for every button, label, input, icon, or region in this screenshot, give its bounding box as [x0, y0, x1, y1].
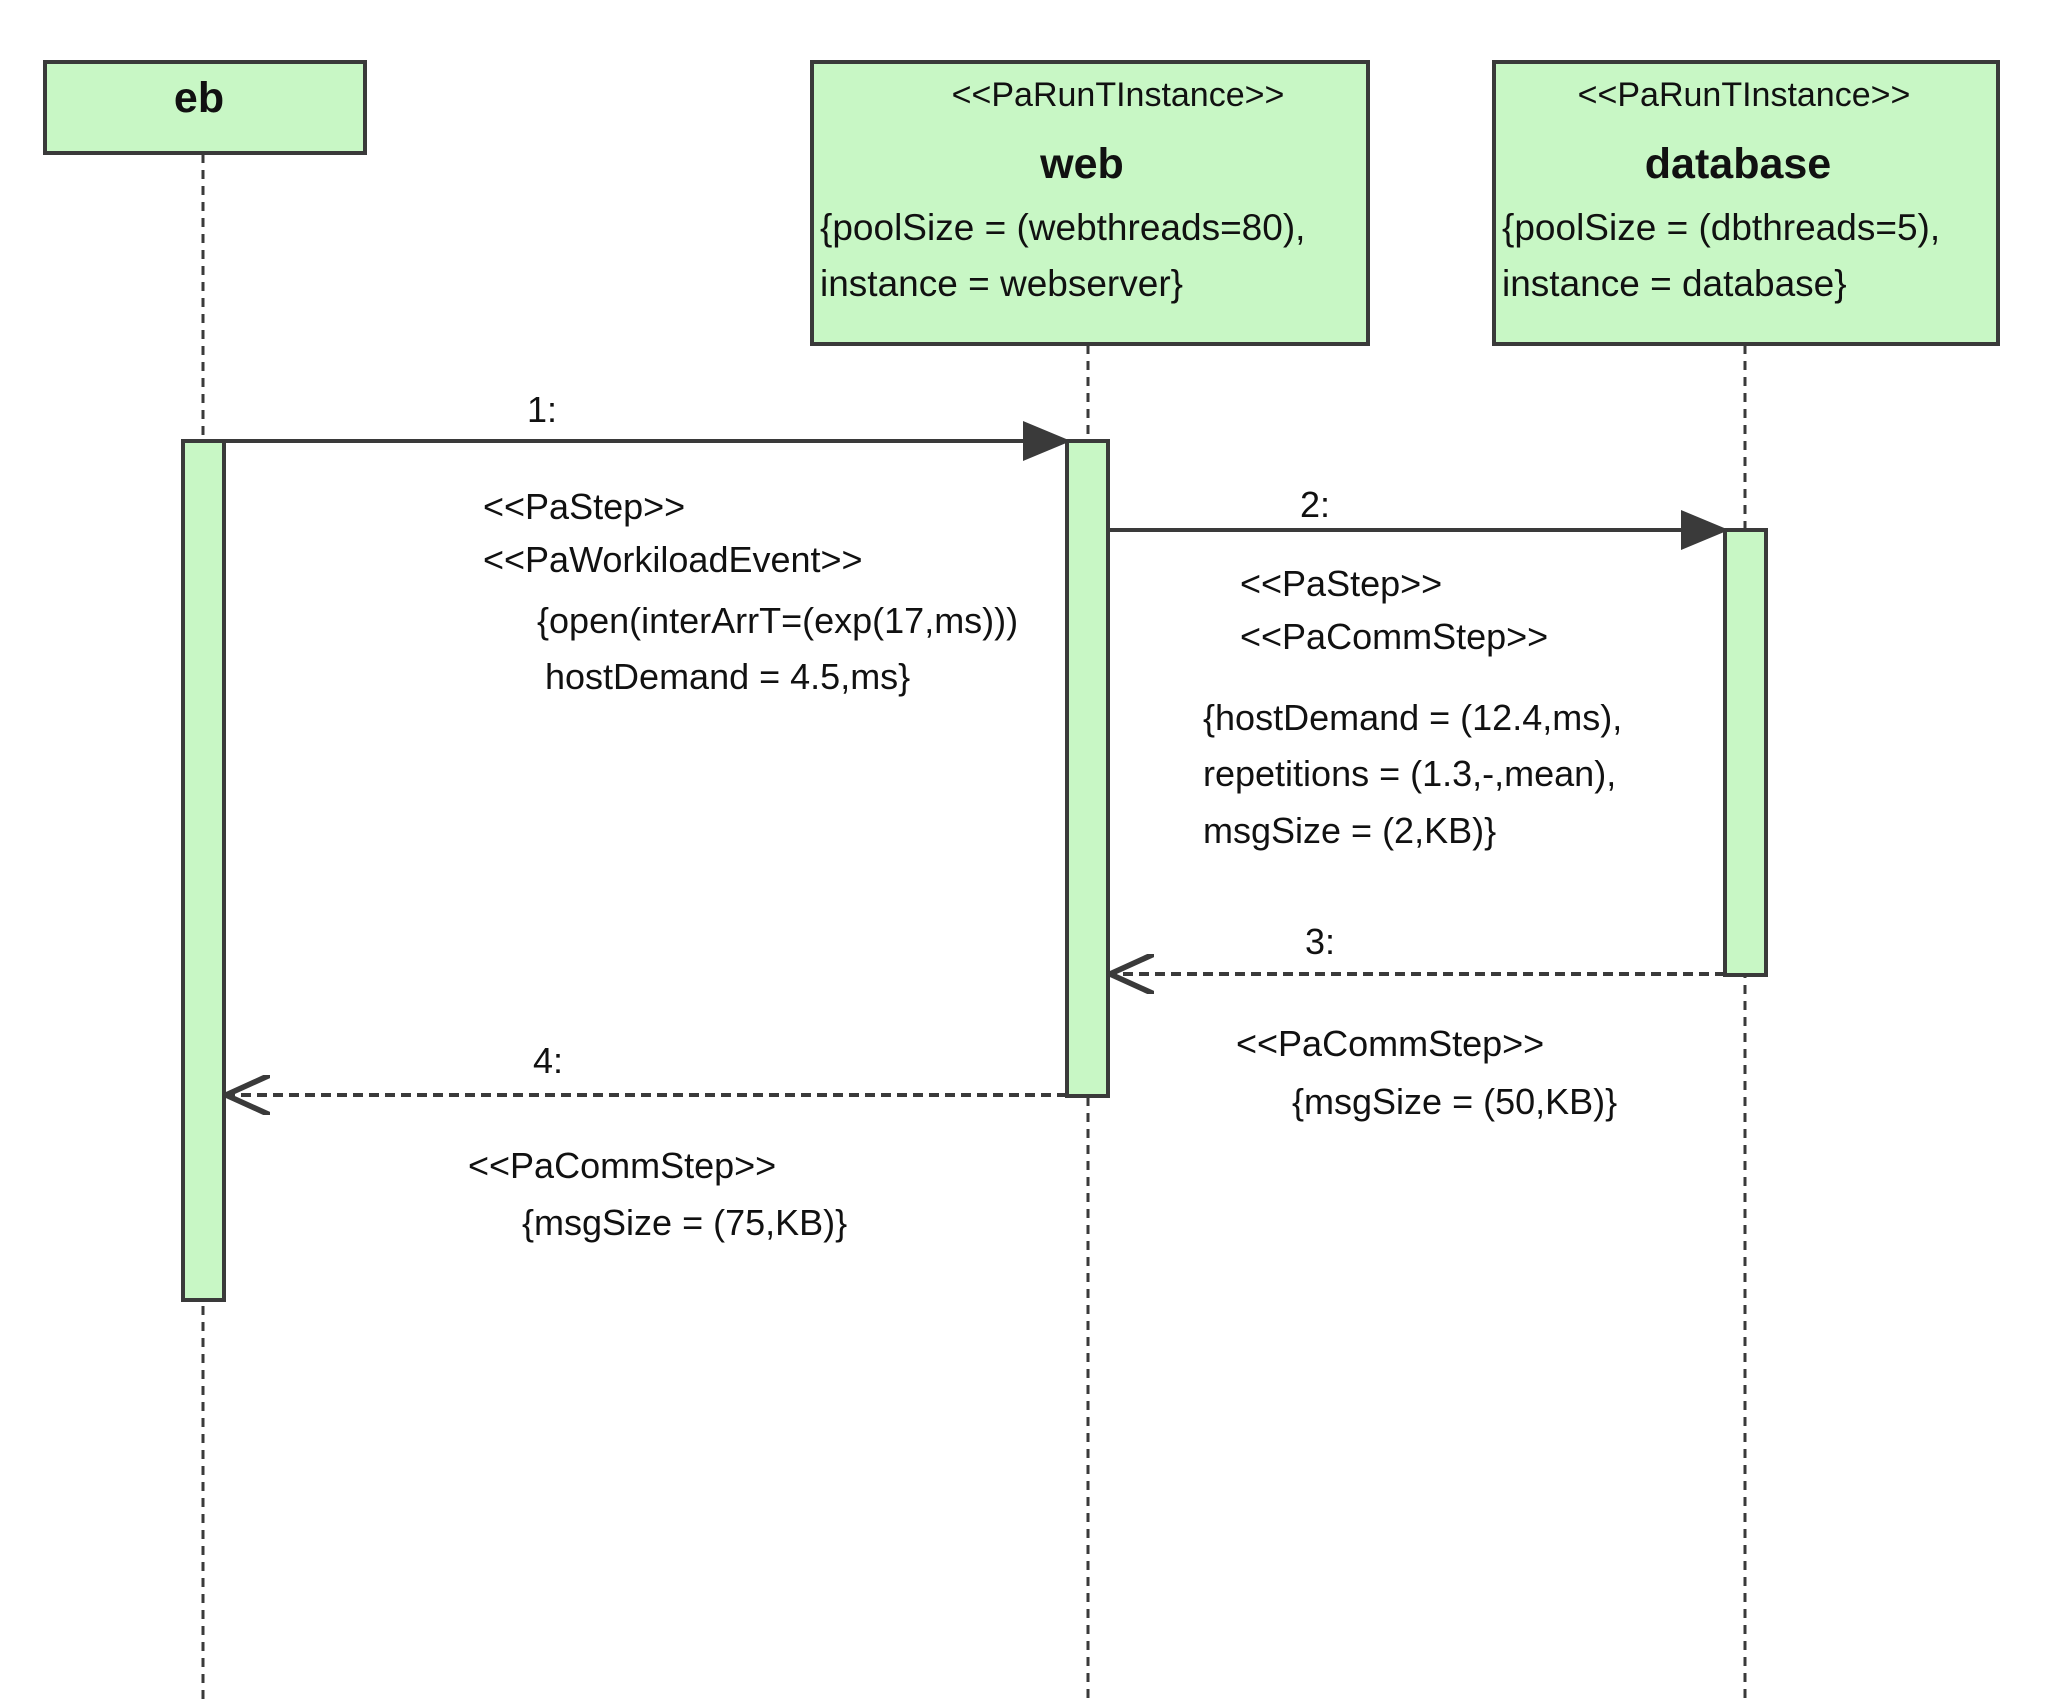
message-2-annotation: msgSize = (2,KB)} — [1203, 810, 1496, 851]
message-2[interactable]: 2: <<PaStep>> <<PaCommStep>> {hostDemand… — [1108, 484, 1729, 851]
message-1-label: 1: — [527, 389, 557, 430]
lifeline-database-header[interactable] — [1492, 60, 2000, 346]
lifeline-eb: eb — [43, 60, 367, 1703]
message-2-annotation: <<PaStep>> — [1240, 563, 1442, 604]
message-1-annotation: {open(interArrT=(exp(17,ms))) — [537, 600, 1018, 641]
message-3-label: 3: — [1305, 921, 1335, 962]
lifeline-eb-header[interactable] — [43, 60, 367, 155]
message-2-annotation: repetitions = (1.3,-,mean), — [1203, 753, 1616, 794]
lifeline-eb-title: eb — [174, 74, 224, 122]
message-1-annotation: hostDemand = 4.5,ms} — [545, 656, 910, 697]
message-1-annotation: <<PaWorkiloadEvent>> — [483, 539, 863, 580]
lifeline-web: <<PaRunTInstance>> web {poolSize = (webt… — [810, 60, 1370, 1703]
lifeline-database-attribute: instance = database} — [1502, 263, 1847, 304]
lifeline-database-attribute: {poolSize = (dbthreads=5), — [1502, 207, 1940, 248]
lifeline-web-attribute: instance = webserver} — [820, 263, 1183, 304]
message-4[interactable]: 4: <<PaCommStep>> {msgSize = (75,KB)} — [226, 1040, 1067, 1243]
message-1-annotation: <<PaStep>> — [483, 486, 685, 527]
message-3[interactable]: 3: <<PaCommStep>> {msgSize = (50,KB)} — [1110, 921, 1725, 1122]
activation-bar-eb[interactable] — [181, 439, 226, 1302]
lifeline-web-attribute: {poolSize = (webthreads=80), — [820, 207, 1305, 248]
message-4-annotation: <<PaCommStep>> — [468, 1145, 776, 1186]
message-2-label: 2: — [1300, 484, 1330, 525]
message-3-annotation: {msgSize = (50,KB)} — [1292, 1081, 1617, 1122]
lifeline-web-title: web — [1039, 140, 1124, 188]
activation-bar-database[interactable] — [1723, 528, 1768, 977]
message-4-annotation: {msgSize = (75,KB)} — [522, 1202, 847, 1243]
lifeline-database: <<PaRunTInstance>> database {poolSize = … — [1492, 60, 2000, 1703]
message-3-annotation: <<PaCommStep>> — [1236, 1023, 1544, 1064]
activation-bar-web[interactable] — [1065, 439, 1110, 1098]
lifeline-database-stereotype: <<PaRunTInstance>> — [1578, 76, 1911, 114]
lifeline-database-title: database — [1645, 140, 1831, 188]
message-1[interactable]: 1: <<PaStep>> <<PaWorkiloadEvent>> {open… — [224, 389, 1071, 697]
lifeline-web-header[interactable] — [810, 60, 1370, 346]
message-4-label: 4: — [533, 1040, 563, 1081]
message-2-annotation: <<PaCommStep>> — [1240, 616, 1548, 657]
lifeline-web-stereotype: <<PaRunTInstance>> — [952, 76, 1285, 114]
message-2-annotation: {hostDemand = (12.4,ms), — [1203, 697, 1622, 738]
